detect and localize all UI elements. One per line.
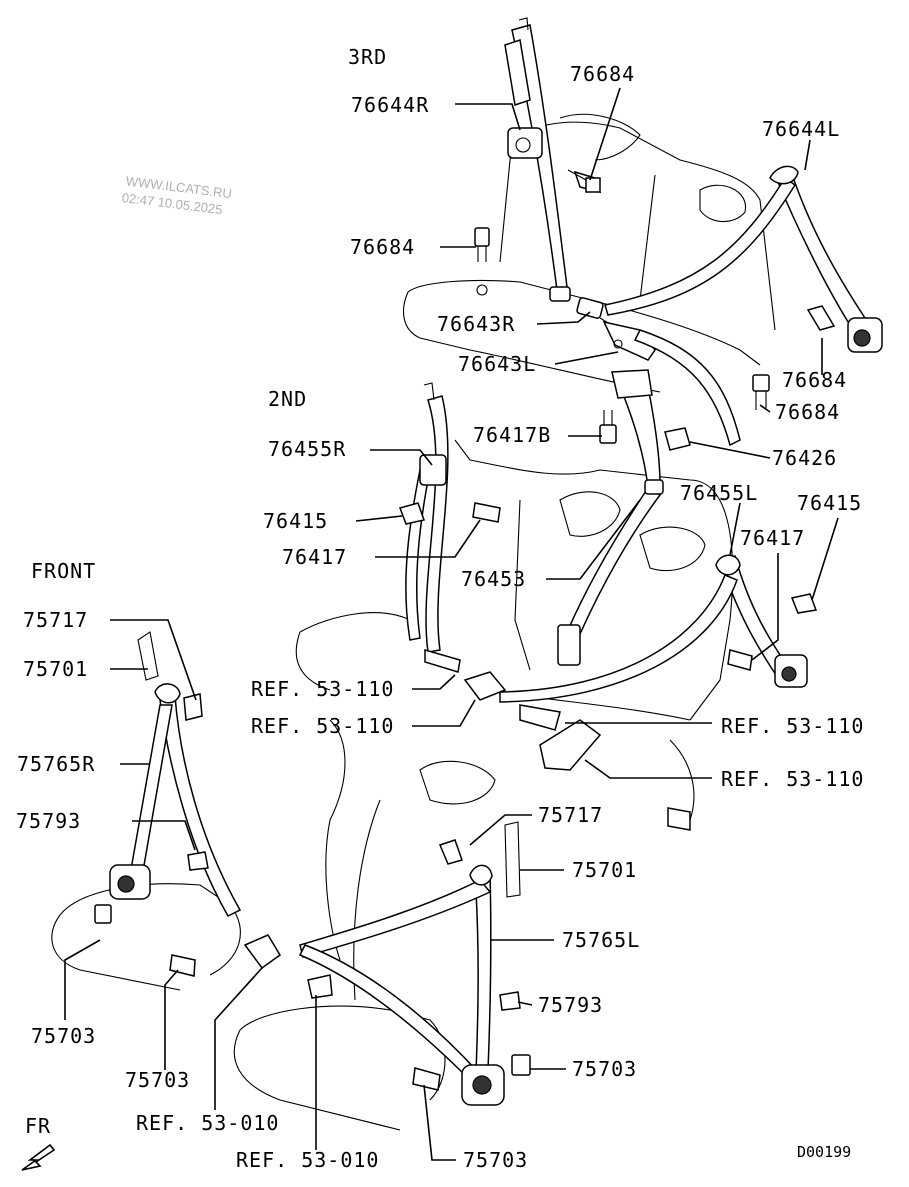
label-76417-right[interactable]: 76417 xyxy=(740,526,805,550)
bolt-76417-right xyxy=(727,649,753,671)
front-seat-illustration xyxy=(51,719,496,1131)
belt-76644L xyxy=(604,165,883,353)
label-76684-right-a[interactable]: 76684 xyxy=(782,368,847,392)
label-76643R[interactable]: 76643R xyxy=(437,312,515,336)
bolt-76415-left xyxy=(399,502,425,525)
label-75703-right[interactable]: 75703 xyxy=(572,1057,637,1081)
label-76455L[interactable]: 76455L xyxy=(680,481,758,505)
label-76643L[interactable]: 76643L xyxy=(458,352,536,376)
label-76417B[interactable]: 76417B xyxy=(473,423,551,447)
label-76415-right[interactable]: 76415 xyxy=(797,491,862,515)
bolt-76417B xyxy=(599,410,617,444)
label-75765L[interactable]: 75765L xyxy=(562,928,640,952)
buckle-front xyxy=(243,934,333,999)
leader-lines xyxy=(64,87,839,1161)
label-ref-53-110-c[interactable]: REF. 53-110 xyxy=(721,714,864,738)
belt-75765R xyxy=(109,631,242,917)
label-75703-bottom[interactable]: 75703 xyxy=(463,1148,528,1172)
front-arrow-icon xyxy=(21,1143,56,1171)
belt-76455R xyxy=(405,382,449,653)
diagram-code: D00199 xyxy=(797,1143,851,1161)
bolt-76684-left xyxy=(474,227,490,296)
section-3rd: 3RD xyxy=(348,45,387,69)
section-front: FRONT xyxy=(31,559,96,583)
bolt-76417-left xyxy=(472,502,501,523)
label-76455R[interactable]: 76455R xyxy=(268,437,346,461)
nut-76426 xyxy=(664,427,691,451)
watermark: WWW.ILCATS.RU 02:47 10.05.2025 xyxy=(121,173,233,217)
bolt-76684-right-b xyxy=(752,374,770,410)
belt-76455L xyxy=(499,554,808,703)
label-ref-53-010-a[interactable]: REF. 53-010 xyxy=(136,1111,279,1135)
label-75703-left-a[interactable]: 75703 xyxy=(31,1024,96,1048)
label-76684-right-b[interactable]: 76684 xyxy=(775,400,840,424)
label-76415-left[interactable]: 76415 xyxy=(263,509,328,533)
direction-label: FR xyxy=(25,1114,51,1138)
label-76453[interactable]: 76453 xyxy=(461,567,526,591)
label-75765R[interactable]: 75765R xyxy=(17,752,95,776)
anchor-2nd-row xyxy=(424,649,695,831)
label-75717-right[interactable]: 75717 xyxy=(538,803,603,827)
third-row-seat-illustration xyxy=(402,113,776,393)
bolt-76415-right xyxy=(790,593,818,614)
front-direction-indicator: FR xyxy=(21,1114,56,1171)
label-76684-left[interactable]: 76684 xyxy=(350,235,415,259)
label-75717-left[interactable]: 75717 xyxy=(23,608,88,632)
section-2nd: 2ND xyxy=(268,387,307,411)
buckle-76643L xyxy=(602,320,741,447)
belt-76453 xyxy=(557,369,664,666)
front-bolts xyxy=(94,693,531,1091)
label-76644L[interactable]: 76644L xyxy=(762,117,840,141)
label-76426[interactable]: 76426 xyxy=(772,446,837,470)
label-ref-53-010-b[interactable]: REF. 53-010 xyxy=(236,1148,379,1172)
belt-76644R xyxy=(504,17,571,302)
label-75793-right[interactable]: 75793 xyxy=(538,993,603,1017)
bolt-76684-upper xyxy=(567,169,602,194)
label-75793-left[interactable]: 75793 xyxy=(16,809,81,833)
label-ref-53-110-b[interactable]: REF. 53-110 xyxy=(251,714,394,738)
belt-75765L xyxy=(298,821,521,1106)
bolt-76684-right-a xyxy=(806,305,836,331)
label-ref-53-110-d[interactable]: REF. 53-110 xyxy=(721,767,864,791)
label-ref-53-110-a[interactable]: REF. 53-110 xyxy=(251,677,394,701)
label-75703-left-b[interactable]: 75703 xyxy=(125,1068,190,1092)
label-76644R[interactable]: 76644R xyxy=(351,93,429,117)
label-75701-left[interactable]: 75701 xyxy=(23,657,88,681)
label-76417-left[interactable]: 76417 xyxy=(282,545,347,569)
label-75701-right[interactable]: 75701 xyxy=(572,858,637,882)
label-76684-top[interactable]: 76684 xyxy=(570,62,635,86)
